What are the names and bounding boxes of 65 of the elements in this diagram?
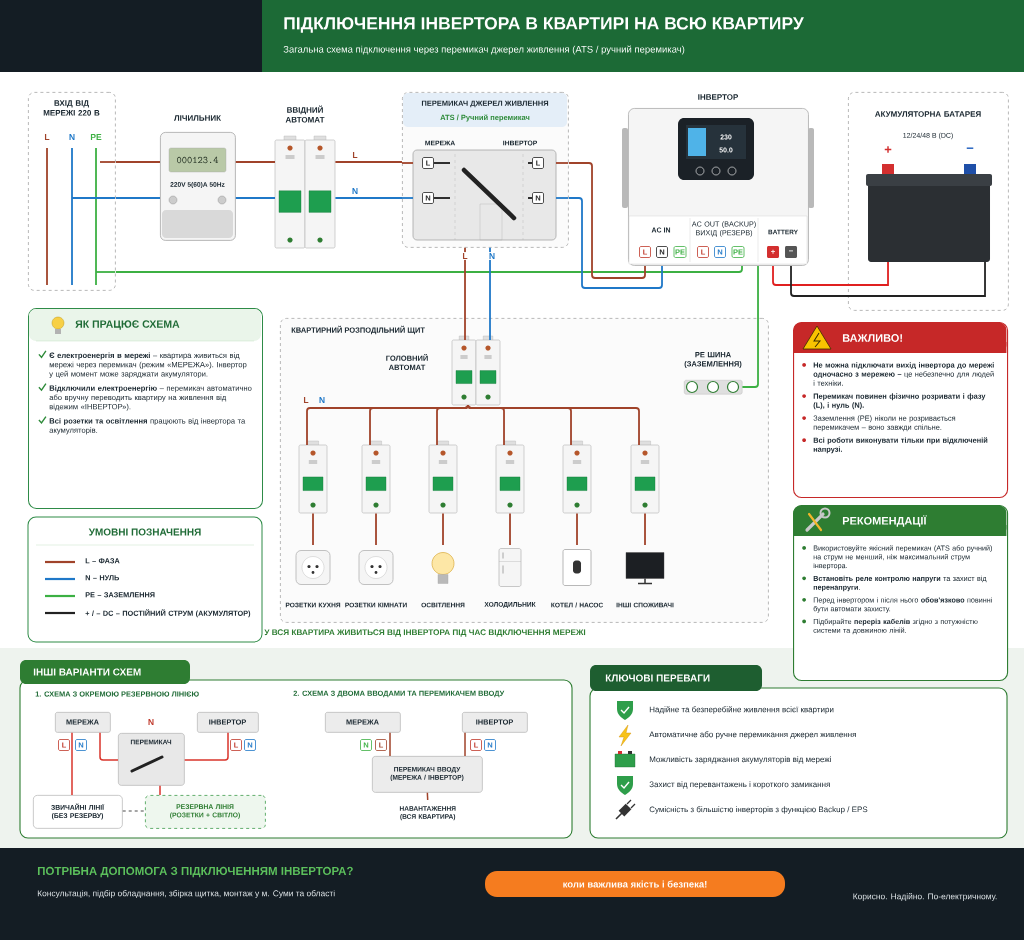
title: ПІДКЛЮЧЕННЯ ІНВЕРТОРА В КВАРТИРІ НА ВСЮ КВАРТИРУ [284, 17, 804, 33]
meter-reading: 000123.4 [177, 156, 219, 164]
wire [644, 512, 646, 546]
polarity-sign: + [884, 146, 892, 153]
edge-label: N [350, 187, 360, 195]
wire [567, 162, 646, 279]
connector-line [183, 731, 229, 761]
panel-heading: ЯК ПРАЦЮЄ СХЕМА [75, 320, 180, 330]
footer-heading: ПОТРІБНА ДОПОМОГА З ПІДКЛЮЧЕННЯМ ІНВЕРТОРА? [37, 866, 353, 878]
component-title: ІНВЕРТОР [698, 94, 739, 100]
wire [114, 265, 743, 273]
wire [375, 512, 377, 546]
wire-label: N [69, 134, 75, 140]
connector-line [389, 731, 391, 757]
circuit-breaker [361, 440, 391, 514]
circuit-breaker [298, 440, 328, 514]
subtitle: Загальна схема підключення через перемикач джерел живлення (ATS / ручний перемикач) [283, 45, 685, 55]
wire [114, 161, 161, 163]
connector-line [426, 791, 429, 801]
wire-label: L [303, 397, 309, 403]
wire [467, 404, 640, 446]
wire [464, 246, 466, 341]
circuit-breaker [562, 440, 592, 514]
benefit-text: Можливість заряджання акумуляторів від мережі [649, 756, 831, 764]
edge-label: L [461, 252, 469, 260]
circuit-breaker [630, 440, 660, 514]
wire [576, 512, 578, 546]
wire [509, 512, 511, 546]
benefit-text: Сумісність з більшістю інверторів з функцією Backup / EPS [649, 806, 868, 814]
connector-line [159, 784, 161, 796]
connector-line [464, 731, 466, 757]
wire-label: N [148, 719, 154, 725]
wire-label: N [319, 397, 325, 403]
wire [334, 161, 403, 163]
wire [772, 265, 849, 286]
wire [234, 161, 276, 163]
benefit-text: Надійне та безперебійне живлення всієї квартири [649, 706, 834, 714]
component-title: ВВІДНИЙ АВТОМАТ [285, 105, 325, 123]
wire-label: L [44, 134, 50, 140]
edge-label: L [351, 151, 359, 159]
caption-note: У ВСЯ КВАРТИРА ЖИВИТЬСЯ ВІД ІНВЕРТОРА ПІД ЧАС ВІДКЛЮЧЕННЯ МЕРЕЖІ [264, 629, 586, 637]
edge-label: N [487, 252, 497, 260]
legend-title: УМОВНІ ПОЗНАЧЕННЯ [88, 528, 201, 536]
component-title: ЛІЧИЛЬНИК [174, 115, 221, 121]
wire [234, 197, 276, 199]
connector-line [121, 810, 146, 812]
wire [334, 197, 403, 199]
wire [436, 404, 469, 446]
wire-label: PE [90, 134, 102, 140]
slogan-text: Корисно. Надійно. По-електричному. [853, 893, 997, 901]
wire [312, 512, 314, 546]
connector-line [99, 731, 119, 761]
benefit-text: Захист від перевантажень і короткого замикання [649, 781, 830, 789]
connector-line [71, 731, 73, 796]
benefit-text: Автоматичне або ручне перемикання джерел живлення [649, 731, 856, 739]
wire [442, 512, 444, 546]
polarity-sign: − [966, 147, 974, 149]
tagline-banner: коли важлива якість і безпека! [485, 871, 785, 897]
circuit-breaker [495, 440, 525, 514]
footer-text: Консультація, підбір обладнання, збірка щитка, монтаж у м. Суми та області [37, 890, 335, 898]
wire [790, 265, 849, 297]
wire [114, 197, 161, 199]
circuit-breaker [428, 440, 458, 514]
wire [489, 246, 491, 341]
node-label: ІНШІ ВАРІАНТИ СХЕМ [33, 668, 141, 676]
